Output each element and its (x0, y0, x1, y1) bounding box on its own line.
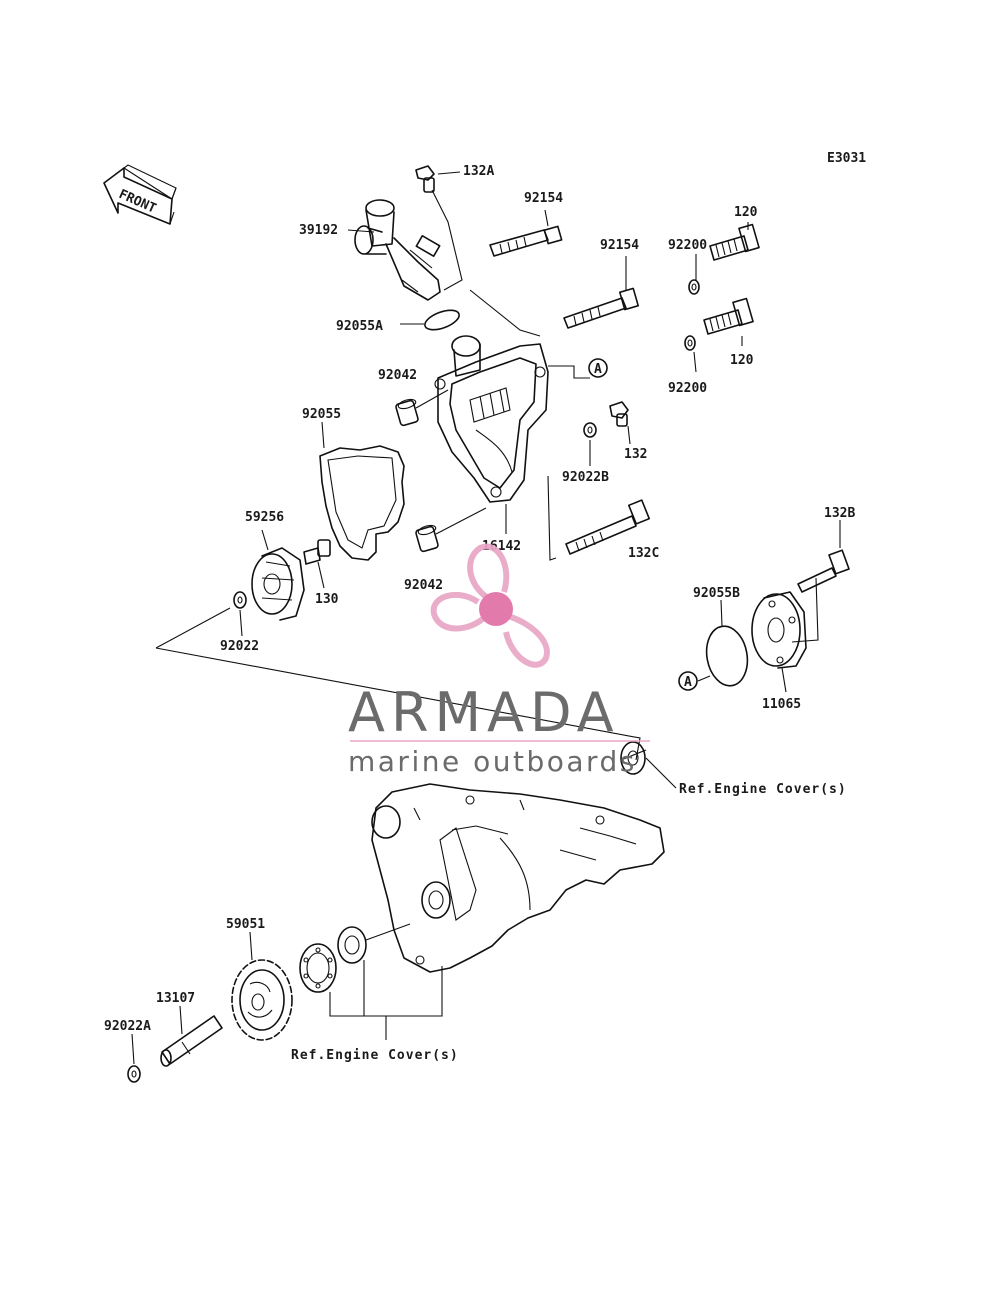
label-132a: 132A (463, 164, 494, 179)
bolt-132 (609, 401, 629, 427)
oil-seal (337, 926, 367, 964)
propeller-blade-icon (430, 591, 489, 632)
label-132: 132 (624, 447, 647, 462)
label-13107: 13107 (156, 991, 195, 1006)
bolt-92154-upper (489, 225, 563, 257)
label-92200-b: 92200 (668, 381, 707, 396)
callout-a-upper-label: A (594, 362, 602, 377)
washer-92022 (233, 591, 247, 609)
label-92022a: 92022A (104, 1019, 151, 1034)
armada-logo-icon (430, 543, 550, 668)
bolt-130 (303, 539, 331, 565)
ref-engine-cover-bottom: Ref.Engine Cover(s) (291, 1048, 459, 1063)
label-92055a: 92055A (336, 319, 383, 334)
watermark-tagline: marine outboards (348, 745, 637, 778)
engine-cover-seal (620, 741, 647, 775)
pump-cover-16142 (434, 335, 549, 503)
label-92022: 92022 (220, 639, 259, 654)
callout-a-upper (588, 358, 608, 378)
label-92042-b: 92042 (404, 578, 443, 593)
dowel-pin-92042-b (415, 524, 439, 553)
ref-engine-cover-right: Ref.Engine Cover(s) (679, 782, 847, 797)
bearing (299, 943, 337, 993)
o-ring-92055a (424, 309, 460, 331)
callout-a-lower (678, 671, 698, 691)
label-92022b: 92022B (562, 470, 609, 485)
bolt-92154-lower (563, 287, 640, 329)
impeller-59256 (251, 547, 305, 621)
label-92055b: 92055B (693, 586, 740, 601)
engine-cover (371, 783, 665, 973)
callout-a-lower-label: A (684, 675, 692, 690)
label-120-a: 120 (734, 205, 758, 220)
propeller-blade-icon (503, 613, 550, 668)
label-132c: 132C (628, 546, 659, 561)
label-92055: 92055 (302, 407, 341, 422)
label-132b: 132B (824, 506, 855, 521)
label-11065: 11065 (762, 697, 801, 712)
label-92154-a: 92154 (524, 191, 563, 206)
front-arrow-icon: FRONT (103, 164, 177, 225)
gear-59051 (231, 959, 293, 1041)
washer-92200-a (688, 279, 700, 295)
bolt-132c (565, 499, 651, 555)
label-59051: 59051 (226, 917, 265, 932)
water-pipe-39192 (354, 199, 441, 301)
label-92200-a: 92200 (668, 238, 707, 253)
washer-92200-b (684, 335, 696, 351)
dowel-pin-92042-a (395, 398, 419, 427)
label-92042-a: 92042 (378, 368, 417, 383)
front-label: FRONT (116, 187, 158, 217)
cap-11065 (751, 591, 807, 669)
watermark-brand: ARMADA (348, 681, 620, 744)
label-39192: 39192 (299, 223, 338, 238)
label-120-b: 120 (730, 353, 754, 368)
label-92154-b: 92154 (600, 238, 639, 253)
diagram-id: E3031 (827, 151, 866, 166)
bolt-120-a (709, 223, 760, 261)
washer-92022a (127, 1065, 141, 1083)
o-ring-92055b (705, 625, 749, 687)
bolt-132a (415, 165, 435, 193)
bolt-132b (797, 549, 850, 593)
bolt-120-b (703, 297, 754, 335)
label-59256: 59256 (245, 510, 284, 525)
gasket-92055 (319, 445, 405, 561)
shaft-13107 (160, 1015, 223, 1067)
propeller-blade-icon (467, 543, 510, 603)
propeller-hub-icon (479, 592, 513, 626)
label-130: 130 (315, 592, 339, 607)
washer-92022b (583, 422, 597, 438)
